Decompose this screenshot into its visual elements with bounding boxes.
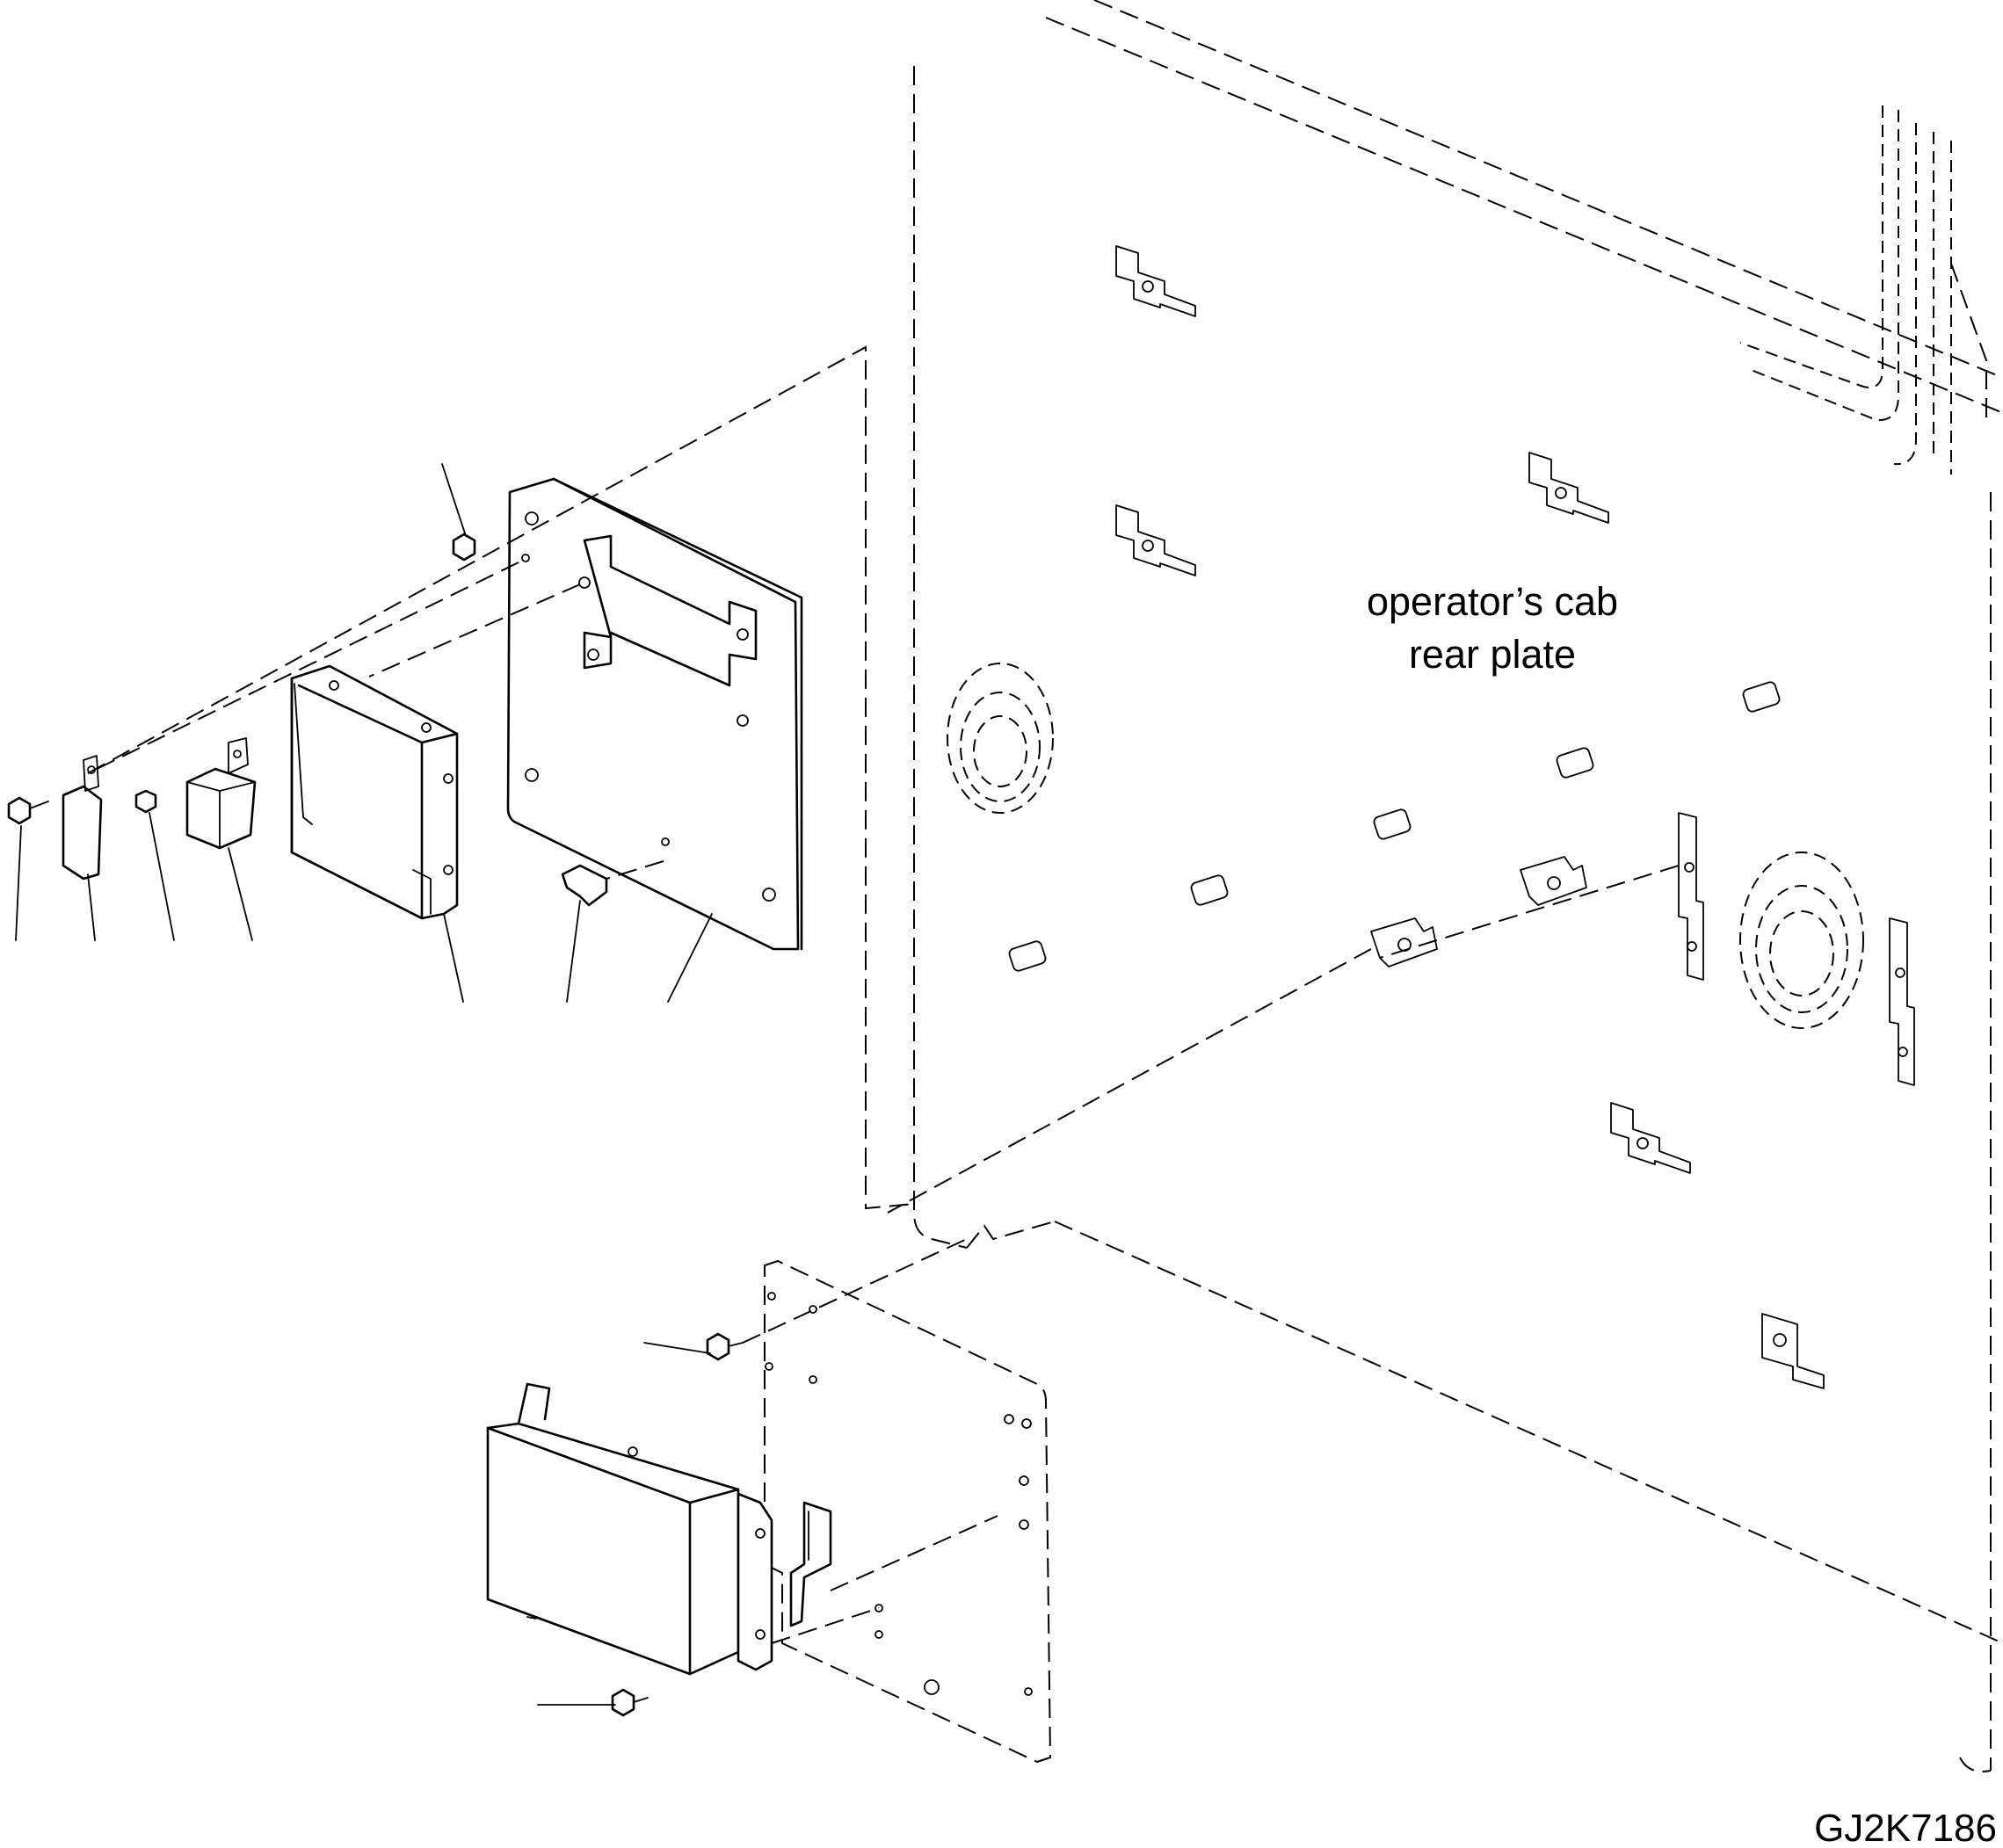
leader-lines-lower — [537, 1342, 711, 1706]
upper-controller — [290, 664, 459, 920]
alignment-lines-upper — [87, 345, 1680, 1214]
drawing-id: GJ2K7186 — [1814, 1807, 1997, 1848]
cab-rear-plate — [913, 0, 2003, 1772]
cab-plate-label-line1: operator’s cab — [1367, 579, 1618, 624]
speaker-right — [1739, 852, 1864, 1029]
lower-bracket — [789, 1501, 832, 1627]
plate-blocks — [1008, 681, 1781, 972]
bolt-1 — [7, 796, 49, 825]
lower-mounting-plate — [764, 1259, 1052, 1764]
relay-small — [62, 755, 103, 881]
bolt-lower-top — [706, 1332, 744, 1361]
cab-plate-label-line2: rear plate — [1409, 632, 1576, 677]
speaker-left — [947, 663, 1054, 814]
lower-controller — [486, 1382, 773, 1676]
clip-connector — [561, 864, 608, 907]
bolt-2 — [134, 789, 157, 814]
bolt-3 — [452, 533, 476, 562]
alignment-lines-lower — [742, 1238, 998, 1644]
relay-large — [185, 737, 257, 850]
plate-clips — [1115, 245, 1915, 1389]
leader-lines-upper — [15, 463, 713, 1003]
bolt-lower-bottom — [611, 1688, 649, 1717]
upper-mounting-plate — [506, 477, 803, 951]
